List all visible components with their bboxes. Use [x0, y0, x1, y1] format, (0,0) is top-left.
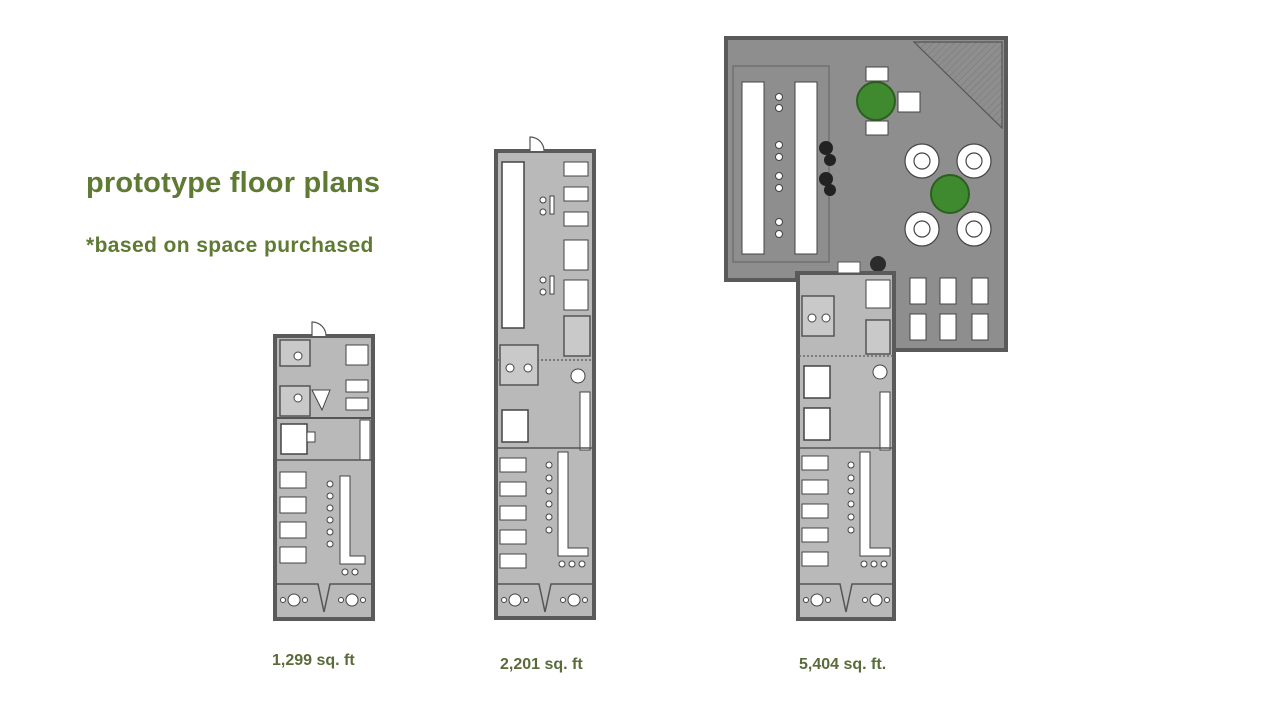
plan-small-bar [339, 475, 366, 565]
plan-large-patio-tables [904, 143, 992, 247]
plan-medium-door [529, 136, 545, 152]
plan-medium-bar [557, 451, 589, 557]
plan-small-table [345, 379, 369, 393]
plan-small-storefront [276, 583, 372, 613]
plan-medium-storefront [497, 583, 593, 613]
plan-small-table [345, 344, 369, 366]
plan-large-restroom [801, 295, 835, 337]
plan-large-communal-tables [741, 81, 818, 255]
plan-medium-booths-upper [563, 161, 589, 227]
plan-medium-restroom [499, 344, 539, 386]
plan-small [273, 321, 375, 621]
plan-small-table [345, 397, 369, 411]
plan-large-bar [859, 451, 891, 557]
plan-small-area-label: 1,299 sq. ft [272, 652, 355, 669]
plan-large-area-label: 5,404 sq. ft. [799, 656, 887, 673]
plan-small-booths [279, 471, 307, 564]
plan-small-door [311, 321, 327, 337]
plan-medium-kitchen [501, 409, 529, 443]
plan-medium [494, 136, 596, 620]
plan-large-kitchen [803, 365, 831, 399]
plan-medium-area-label: 2,201 sq. ft [500, 656, 583, 673]
plan-large-plants [819, 66, 970, 272]
plan-large-storefront [799, 583, 893, 613]
plan-small-kitchen [280, 423, 308, 455]
plan-large-booths [801, 455, 829, 567]
page-title: prototype floor plans [86, 167, 381, 199]
plan-large-patio-booths [909, 277, 989, 341]
page-subtitle: *based on space purchased [86, 234, 374, 257]
plan-medium-booths [499, 457, 527, 569]
plan-large [724, 36, 1008, 621]
plan-large-ramp [912, 41, 1003, 130]
plan-medium-counter [501, 161, 525, 329]
